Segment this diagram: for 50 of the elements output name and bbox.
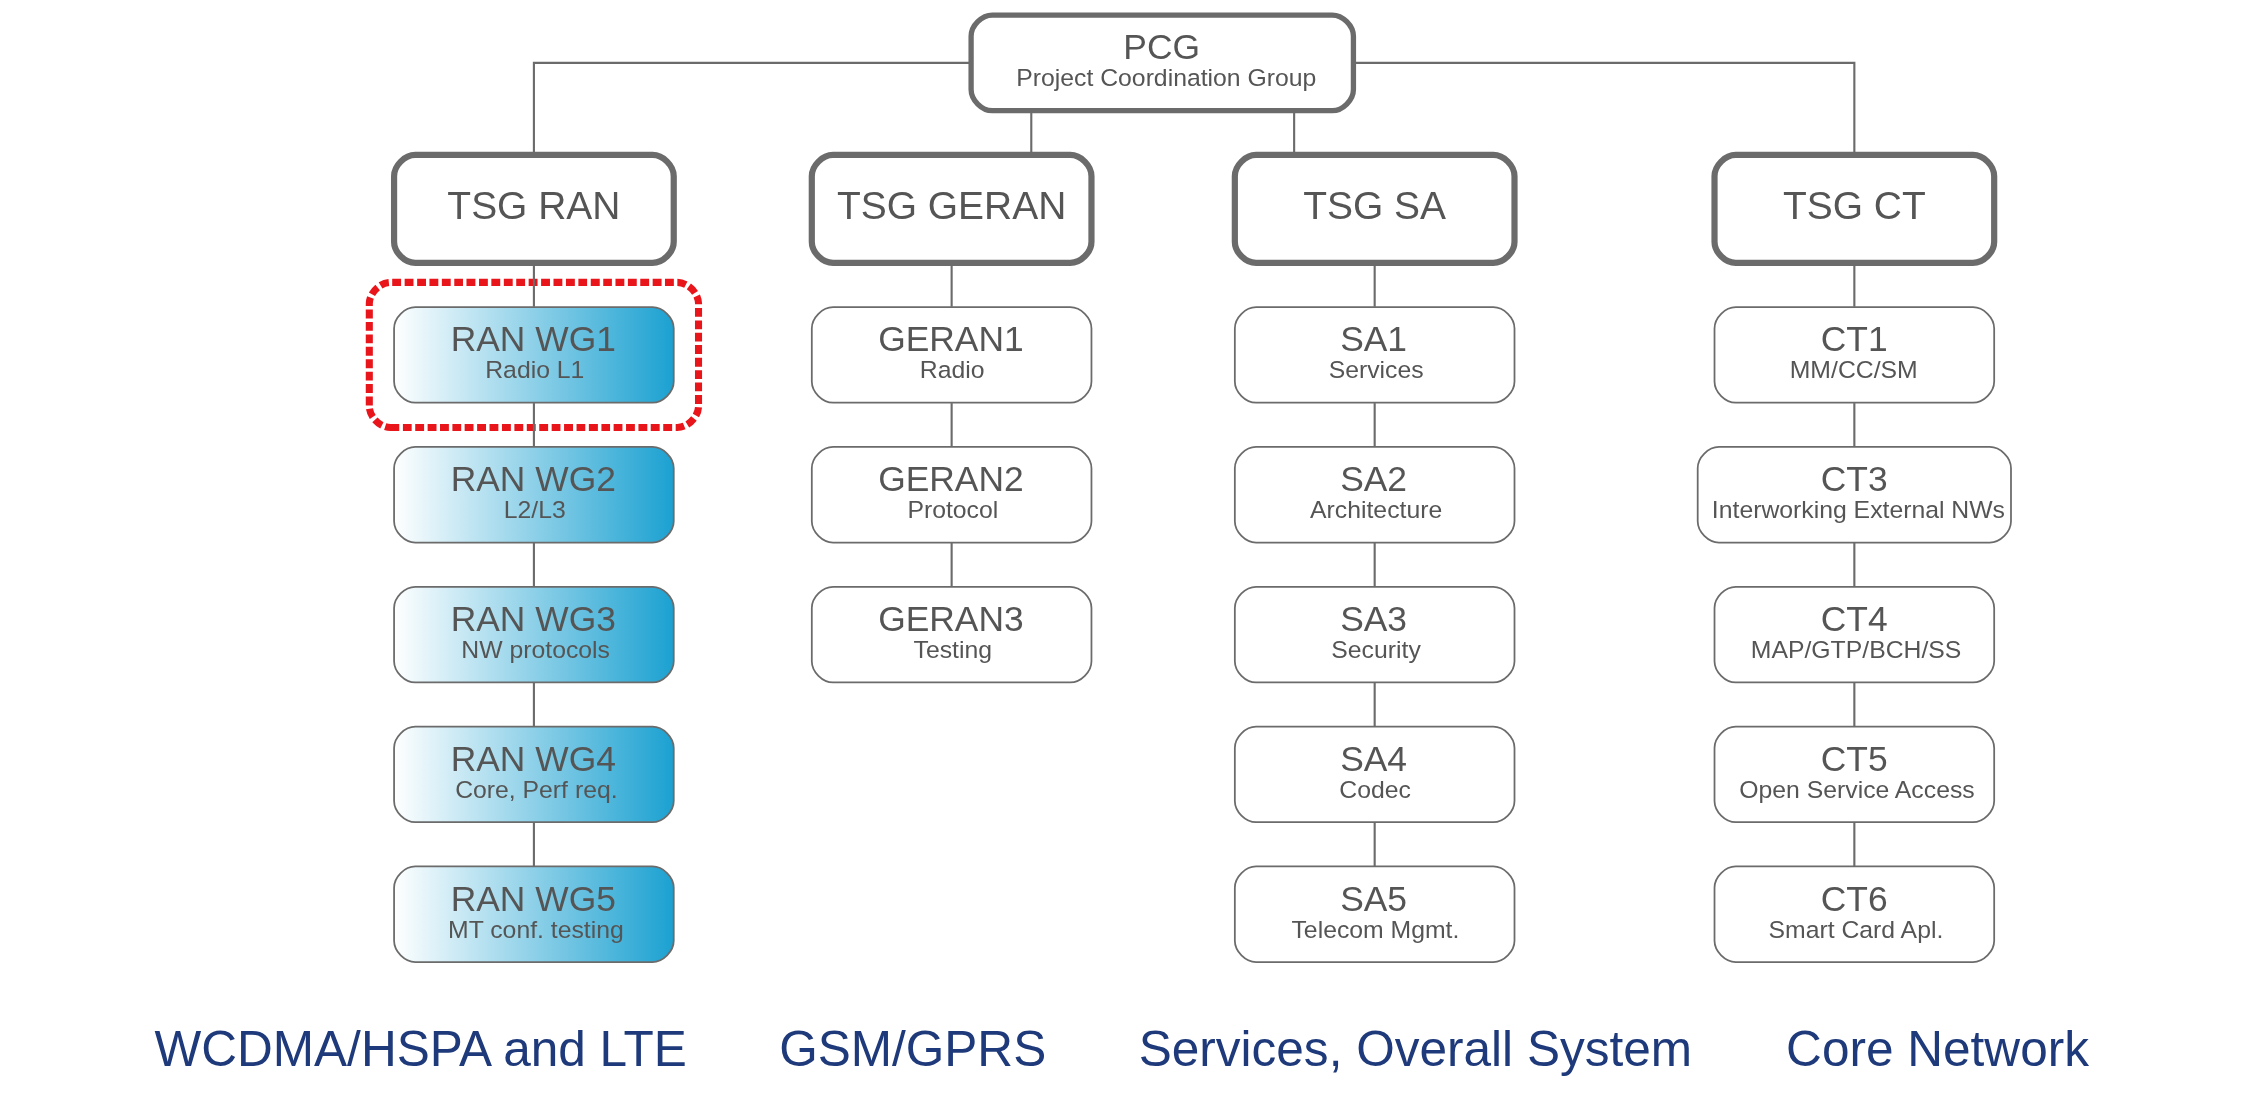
connector xyxy=(532,403,535,447)
node-box: GERAN2 Protocol xyxy=(810,446,1093,544)
node-box: CT5 Open Service Access xyxy=(1713,725,1996,824)
node-box: RAN WG5 MT conf. testing xyxy=(393,865,675,963)
connector xyxy=(950,403,953,447)
node-box: RAN WG2 L2/L3 xyxy=(393,446,675,544)
node-box: TSG RAN xyxy=(390,151,677,266)
node-box: SA1 Services xyxy=(1233,306,1516,404)
connector xyxy=(950,542,953,587)
node-box: TSG GERAN xyxy=(808,151,1095,266)
node-box: SA3 Security xyxy=(1233,585,1516,684)
node-box: SA2 Architecture xyxy=(1233,446,1516,544)
cluster xyxy=(365,278,703,432)
connector xyxy=(532,542,535,587)
node-box: SA5 Telecom Mgmt. xyxy=(1233,865,1516,963)
connector xyxy=(1353,61,1856,155)
connector xyxy=(532,61,971,155)
connector xyxy=(1373,263,1376,307)
node-box: RAN WG3 NW protocols xyxy=(393,585,675,684)
node-box: PCG Project Coordination Group xyxy=(968,12,1357,114)
connector xyxy=(532,822,535,867)
connector xyxy=(1853,263,1856,307)
connector xyxy=(1293,110,1296,155)
label: Core Network xyxy=(1786,1021,2089,1078)
connector xyxy=(1853,403,1856,447)
connector xyxy=(532,263,535,307)
node-box: TSG CT xyxy=(1711,151,1998,266)
connector xyxy=(1853,682,1856,727)
node-box: GERAN1 Radio xyxy=(810,306,1093,404)
node-box: RAN WG4 Core, Perf req. xyxy=(393,725,675,824)
connector xyxy=(1373,682,1376,727)
connector xyxy=(950,263,953,307)
node-box: TSG SA xyxy=(1231,151,1518,266)
node-box: GERAN3 Testing xyxy=(810,585,1093,684)
connector xyxy=(1853,542,1856,587)
node-box: SA4 Codec xyxy=(1233,725,1516,824)
node-box: CT6 Smart Card Apl. xyxy=(1713,865,1996,963)
label: WCDMA/HSPA and LTE xyxy=(154,1021,687,1078)
connector xyxy=(532,682,535,727)
connector xyxy=(1853,822,1856,867)
connector xyxy=(1373,542,1376,587)
connector xyxy=(1030,110,1033,155)
connector xyxy=(1373,403,1376,447)
node-box: CT3 Interworking External NWs xyxy=(1696,446,2012,544)
label: GSM/GPRS xyxy=(779,1021,1047,1078)
node-box: CT1 MM/CC/SM xyxy=(1713,306,1996,404)
connector xyxy=(1373,822,1376,867)
label: Services, Overall System xyxy=(1138,1021,1693,1078)
node-box: CT4 MAP/GTP/BCH/SS xyxy=(1713,585,1996,684)
node-box: RAN WG1 Radio L1 xyxy=(393,306,675,404)
